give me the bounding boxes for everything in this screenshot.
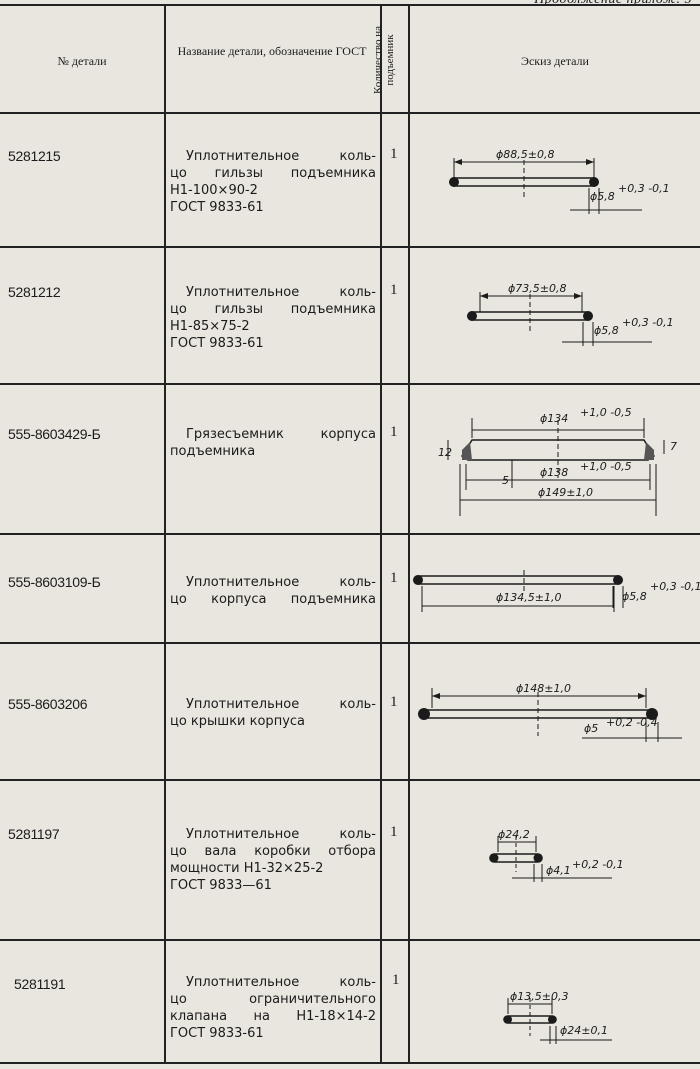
dim-section: ϕ24±0,1 [560, 1024, 608, 1037]
part-number: 5281191 [14, 976, 66, 992]
quantity: 1 [390, 824, 398, 840]
dim-inner-tolerance: +1,0 -0,5 [580, 406, 632, 419]
table-top-border [0, 4, 700, 6]
name-line: цо крышки корпуса [170, 714, 305, 729]
part-number: 555-8603206 [8, 696, 88, 712]
name-line: цо ограничительного [170, 992, 376, 1007]
sketch-oring-1: ϕ88,5±0,8 ϕ5,8 +0,3 -0,1 [449, 148, 670, 214]
name-line: ГОСТ 9833—61 [170, 878, 272, 893]
part-name: Уплотнительное коль- цо гильзы подъемник… [170, 284, 376, 352]
quantity: 1 [390, 424, 398, 440]
dim-diameter: ϕ13,5±0,3 [510, 990, 568, 1003]
part-number: 5281197 [8, 826, 60, 842]
name-line: клапана на Н1-18×14-2 [170, 1009, 376, 1024]
dim-section: ϕ5,8 [622, 590, 647, 603]
dim-tolerance: +0,2 -0,1 [572, 858, 624, 871]
row-divider [0, 779, 700, 781]
name-line: ГОСТ 9833-61 [170, 336, 264, 351]
header-sketch: Эскиз детали [521, 54, 589, 68]
part-name: Уплотнительное коль- цо ограничительного… [170, 974, 376, 1042]
dim-outer: ϕ149±1,0 [538, 486, 593, 499]
name-line: цо гильзы подъемника [170, 302, 376, 317]
part-name: Уплотнительное коль- цо крышки корпуса [170, 696, 376, 730]
sketch-oring-2: ϕ73,5±0,8 ϕ5,8 +0,3 -0,1 [467, 282, 674, 346]
name-line: Уплотнительное коль- [186, 575, 376, 590]
dim-tolerance: +0,3 -0,1 [618, 182, 670, 195]
dim-height: 12 [438, 446, 452, 459]
dim-diameter: ϕ73,5±0,8 [508, 282, 566, 295]
dim-diameter: ϕ88,5±0,8 [496, 148, 554, 161]
dim-diameter: ϕ134,5±1,0 [496, 591, 561, 604]
column-divider [164, 6, 166, 1062]
row-divider [0, 939, 700, 941]
name-line: мощности Н1-32×25-2 [170, 861, 324, 876]
part-name: Грязесъемник корпуса подъемника [170, 426, 376, 460]
part-name: Уплотнительное коль- цо вала коробки отб… [170, 826, 376, 894]
name-line: Грязесъемник корпуса [186, 427, 376, 442]
quantity: 1 [392, 972, 400, 988]
header-name: Название детали, обозначение ГОСТ [177, 44, 367, 58]
part-name: Уплотнительное коль- цо корпуса подъемни… [170, 574, 376, 608]
row-divider [0, 533, 700, 535]
name-line: Н1-85×75-2 [170, 319, 250, 334]
quantity: 1 [390, 570, 398, 586]
row-divider [0, 642, 700, 644]
dim-diameter: ϕ24,2 [498, 828, 530, 841]
part-number: 555-8603429-Б [8, 426, 101, 442]
dim-middle-tolerance: +1,0 -0,5 [580, 460, 632, 473]
sketch-oring-7: ϕ13,5±0,3 ϕ24±0,1 [503, 990, 612, 1044]
part-name: Уплотнительное коль- цо гильзы подъемник… [170, 148, 376, 216]
continuation-note: Продолжение прилож. 5 [534, 0, 692, 8]
dim-section: ϕ5,8 [590, 190, 615, 203]
name-line: Уплотнительное коль- [186, 827, 376, 842]
row-divider [0, 383, 700, 385]
dim-section: ϕ5,8 [594, 324, 619, 337]
table-bottom-border [0, 1062, 700, 1064]
name-line: Н1-100×90-2 [170, 183, 258, 198]
column-divider [380, 6, 382, 1062]
dim-section: ϕ4,1 [546, 864, 571, 877]
name-line: цо вала коробки отбора [170, 844, 376, 859]
dim-middle: ϕ138 [540, 466, 568, 479]
dim-width: 7 [670, 440, 677, 453]
name-line: подъемника [170, 444, 256, 459]
name-line: Уплотнительное коль- [186, 697, 376, 712]
header-qty-label: Количество на подъемник [372, 25, 396, 95]
dim-tolerance: +0,2 -0,4 [606, 716, 658, 729]
quantity: 1 [390, 694, 398, 710]
name-line: цо гильзы подъемника [170, 166, 376, 181]
sketch-oring-5: ϕ148±1,0 ϕ5 +0,2 -0,4 [418, 682, 682, 742]
column-divider [408, 6, 410, 1062]
name-line: Уплотнительное коль- [186, 975, 376, 990]
part-number: 555-8603109-Б [8, 574, 101, 590]
header-qty: Количество на подъемник [372, 10, 398, 110]
name-line: Уплотнительное коль- [186, 149, 376, 164]
sketch-wiper: ϕ134 +1,0 -0,5 ϕ138 +1,0 -0,5 ϕ149±1,0 1… [438, 406, 677, 516]
header-part-no: № детали [57, 54, 107, 68]
dim-step: 5 [502, 474, 509, 487]
header-bottom-border [0, 112, 700, 114]
dim-tolerance: +0,3 -0,1 [622, 316, 674, 329]
part-number: 5281212 [8, 284, 61, 300]
sketch-oring-6: ϕ24,2 ϕ4,1 +0,2 -0,1 [489, 828, 624, 882]
sketch-oring-4: ϕ134,5±1,0 ϕ5,8 +0,3 -0,1 [413, 570, 700, 612]
row-divider [0, 246, 700, 248]
quantity: 1 [390, 146, 398, 162]
name-line: цо корпуса подъемника [170, 592, 376, 607]
name-line: ГОСТ 9833-61 [170, 200, 264, 215]
dim-tolerance: +0,3 -0,1 [650, 580, 700, 593]
dim-inner: ϕ134 [540, 412, 568, 425]
name-line: Уплотнительное коль- [186, 285, 376, 300]
name-line: ГОСТ 9833-61 [170, 1026, 264, 1041]
dim-diameter: ϕ148±1,0 [516, 682, 571, 695]
quantity: 1 [390, 282, 398, 298]
dim-section: ϕ5 [584, 722, 598, 735]
part-number: 5281215 [8, 148, 61, 164]
